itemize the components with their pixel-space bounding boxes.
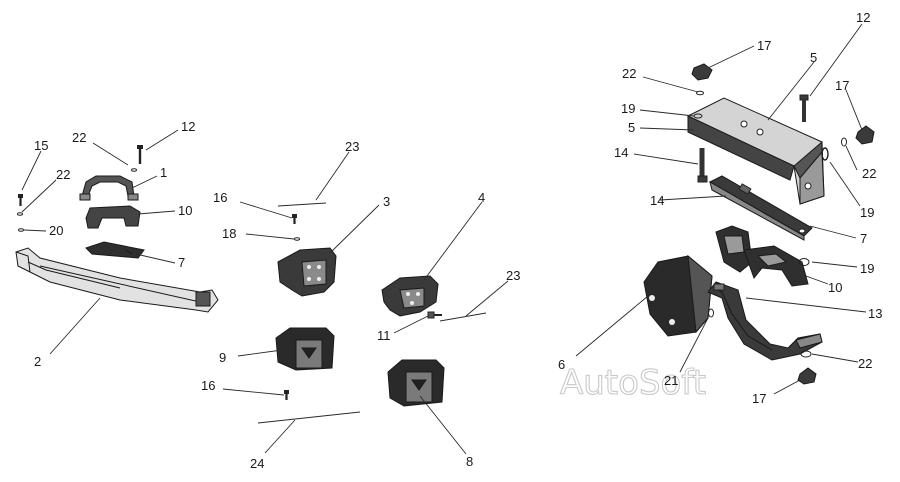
washer-part: [821, 147, 829, 161]
rod-part: [439, 312, 487, 322]
bolt-part: [137, 145, 143, 164]
washer-part: [696, 90, 704, 96]
bolt-part: [18, 194, 23, 206]
callout-12: 12: [856, 10, 870, 25]
nut-part: [797, 367, 817, 385]
nut-part: [691, 63, 713, 81]
callout-8: 8: [466, 454, 473, 469]
callout-22: 22: [72, 130, 86, 145]
callout-24: 24: [250, 456, 264, 471]
mount-bracket-part: [643, 254, 713, 337]
bolt-part: [427, 311, 442, 319]
callout-4: 4: [478, 190, 485, 205]
callout-labels: 22 12 1 10 7 15 22 20 2 23 16 18 3 4 23 …: [34, 10, 882, 471]
callout-19: 19: [860, 261, 874, 276]
rod-part: [277, 202, 327, 207]
callout-10: 10: [828, 280, 842, 295]
washer-part: [708, 308, 714, 318]
rubber-cushion-part: [387, 359, 445, 407]
bolt-part: [284, 390, 289, 400]
callout-7: 7: [860, 231, 867, 246]
callout-21: 21: [664, 373, 678, 388]
washer-part: [841, 137, 847, 147]
callout-14: 14: [650, 193, 664, 208]
strap-plate-part: [708, 175, 813, 241]
callout-15: 15: [34, 138, 48, 153]
callout-20: 20: [49, 223, 63, 238]
callout-19: 19: [621, 101, 635, 116]
beam-part: [15, 247, 219, 313]
leader-lines: [21, 23, 867, 455]
mount-bracket-part: [277, 247, 337, 297]
callout-19: 19: [860, 205, 874, 220]
callout-7: 7: [178, 255, 185, 270]
callout-16: 16: [201, 378, 215, 393]
callout-12: 12: [181, 119, 195, 134]
callout-5: 5: [628, 120, 635, 135]
washer-part: [131, 168, 137, 172]
bolt-part: [799, 94, 809, 122]
callout-23: 23: [345, 139, 359, 154]
bolt-part: [697, 148, 708, 183]
callout-23: 23: [506, 268, 520, 283]
callout-22: 22: [858, 356, 872, 371]
callout-14: 14: [614, 145, 628, 160]
nut-part: [855, 125, 875, 145]
callout-22: 22: [862, 166, 876, 181]
callout-16: 16: [213, 190, 227, 205]
callout-18: 18: [222, 226, 236, 241]
callout-1: 1: [160, 165, 167, 180]
callout-17: 17: [752, 391, 766, 406]
callout-6: 6: [558, 357, 565, 372]
callout-5: 5: [810, 50, 817, 65]
callout-17: 17: [757, 38, 771, 53]
cushion-part: [85, 205, 141, 229]
rod-part: [257, 411, 361, 424]
callout-22: 22: [56, 167, 70, 182]
callout-17: 17: [835, 78, 849, 93]
callout-11: 11: [377, 328, 391, 343]
washer-part: [798, 258, 810, 266]
mount-bracket-part: [381, 275, 439, 317]
washer-part: [800, 350, 812, 358]
watermark-text: AutoSoft: [560, 363, 706, 403]
callout-9: 9: [219, 350, 226, 365]
cushion-part: [715, 225, 809, 287]
callout-22: 22: [622, 66, 636, 81]
bolt-part: [292, 214, 297, 224]
callout-13: 13: [868, 306, 882, 321]
washer-part: [294, 237, 300, 241]
washer-part: [17, 212, 23, 216]
washer-part: [18, 228, 24, 232]
callout-10: 10: [178, 203, 192, 218]
clamp-strap-part: [707, 281, 823, 361]
rubber-cushion-part: [275, 327, 335, 371]
plate-part: [85, 241, 145, 259]
callout-2: 2: [34, 354, 41, 369]
clamp-part: [79, 175, 139, 201]
frame-bracket-part: [686, 97, 825, 205]
callout-3: 3: [383, 194, 390, 209]
